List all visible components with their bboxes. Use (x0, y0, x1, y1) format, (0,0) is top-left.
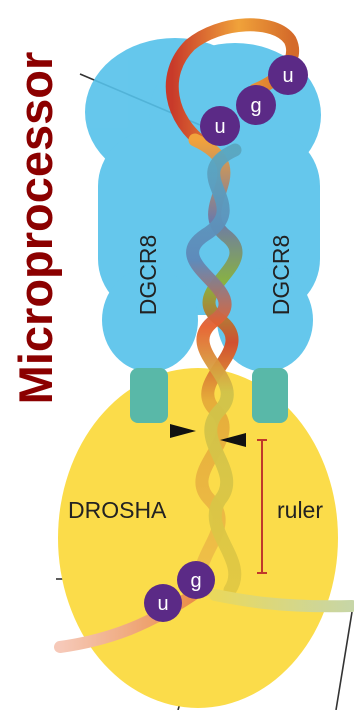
motif-letter: u (214, 116, 225, 138)
bottom-right-pointer-line (336, 612, 352, 710)
motif-letter: g (190, 570, 201, 592)
ruler-label: ruler (277, 497, 323, 523)
drosha-label: DROSHA (68, 497, 167, 523)
dgcr8-left-leg (130, 368, 168, 423)
microprocessor-title: Microprocessor (9, 52, 62, 405)
dgcr8-right-leg (252, 368, 288, 423)
motif-letter: g (250, 95, 261, 117)
dgcr8-left-label: DGCR8 (135, 235, 161, 316)
dgcr8-right-label: DGCR8 (268, 235, 294, 316)
drosha-domain (58, 368, 338, 708)
motif-letter: u (157, 593, 168, 615)
motif-letter: u (282, 65, 293, 87)
